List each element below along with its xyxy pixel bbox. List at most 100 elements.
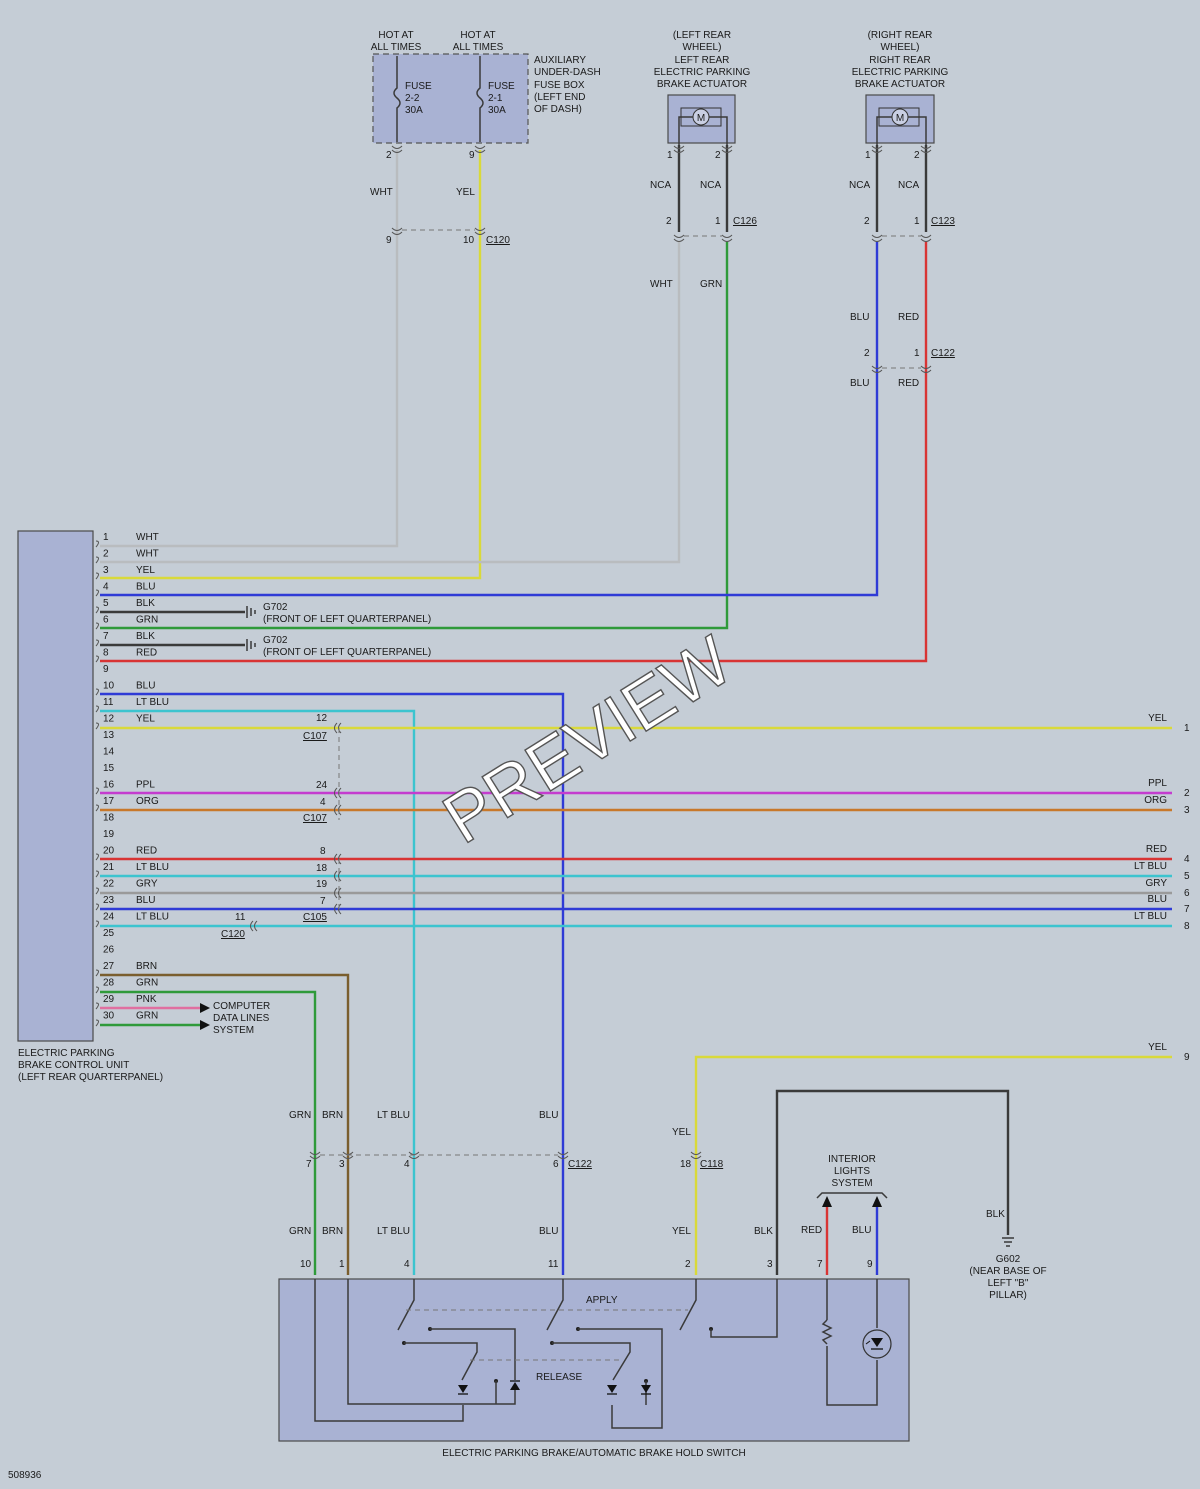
right-nca-b: NCA (898, 180, 919, 191)
fuse-box-label-2: UNDER-DASH (534, 67, 601, 78)
ecu-pin-number: 14 (103, 747, 115, 758)
ecu-pin-number: 20 (103, 846, 115, 857)
left-nca-b: NCA (700, 180, 721, 191)
fuse-box-label-5: OF DASH) (534, 104, 582, 115)
switch-label: ELECTRIC PARKING BRAKE/AUTOMATIC BRAKE H… (442, 1448, 745, 1459)
fuse-box-label-3: FUSE BOX (534, 80, 585, 91)
ecu-pin-number: 19 (103, 829, 115, 840)
ecu-pin-number: 3 (103, 565, 109, 576)
right-act-label-2: WHEEL) (881, 42, 920, 53)
right-c123-pin2: 2 (864, 216, 870, 227)
right-edge-number: 4 (1184, 854, 1190, 865)
right-nca-a: NCA (849, 180, 870, 191)
sw-pin10: 10 (300, 1259, 312, 1270)
ecu-pin-number: 30 (103, 1011, 115, 1022)
left-act-label-5: BRAKE ACTUATOR (657, 79, 747, 90)
wire-label-yel-top: YEL (456, 187, 475, 198)
sw-pin3: 3 (767, 1259, 773, 1270)
conn-c107-a: C107 (303, 731, 327, 742)
ecu-pin-number: 25 (103, 928, 115, 939)
right-edge-color: PPL (1148, 778, 1167, 789)
c105-pin7: 7 (320, 896, 326, 907)
fuse-b-id: 2-1 (488, 93, 503, 104)
sw-pin9: 9 (867, 1259, 873, 1270)
left-act-label-3: LEFT REAR (675, 55, 730, 66)
ecu-label-1: ELECTRIC PARKING (18, 1048, 115, 1059)
ecu-pin-number: 24 (103, 912, 115, 923)
g702-b-loc: (FRONT OF LEFT QUARTERPANEL) (263, 647, 431, 658)
conn-c105: C105 (303, 912, 327, 923)
ecu-pin-number: 9 (103, 664, 109, 675)
sw-label-yel: YEL (672, 1226, 691, 1237)
hot-label-b: HOT AT (460, 30, 495, 41)
fuse-b-rating: 30A (488, 105, 506, 116)
switch-box (278, 1278, 910, 1442)
ecu-pin-color: WHT (136, 532, 159, 543)
right-edge-number: 1 (1184, 723, 1190, 734)
sw-label-blu: BLU (539, 1226, 558, 1237)
right-c123-pin1: 1 (914, 216, 920, 227)
conn-c107-b: C107 (303, 813, 327, 824)
switch-apply: APPLY (586, 1295, 618, 1306)
ecu-pin-color: ORG (136, 796, 159, 807)
g702-b-id: G702 (263, 635, 288, 646)
ecu-pin-number: 8 (103, 648, 109, 659)
g702-a-id: G702 (263, 602, 288, 613)
ecu-pin-color: YEL (136, 714, 155, 725)
ecu-pin-number: 21 (103, 862, 115, 873)
ecu-pin-number: 10 (103, 681, 115, 692)
hot-label-a2: ALL TIMES (371, 42, 422, 53)
conn-c123: C123 (931, 216, 955, 227)
sw-label-red: RED (801, 1225, 822, 1236)
left-c126-pin2: 2 (666, 216, 672, 227)
sw-label-grn: GRN (289, 1226, 311, 1237)
fuse-box-label-1: AUXILIARY (534, 55, 586, 66)
ecu-pin-color: YEL (136, 565, 155, 576)
ecu-pin-number: 5 (103, 598, 109, 609)
right-edge-number: 7 (1184, 904, 1190, 915)
right-edge-number: 6 (1184, 888, 1190, 899)
right-edge-color: LT BLU (1134, 861, 1167, 872)
ecu-pin-number: 2 (103, 549, 109, 560)
ecu-pin-number: 6 (103, 615, 109, 626)
ecu-pin-number: 13 (103, 730, 115, 741)
ecu-pin-number: 12 (103, 714, 115, 725)
diagram-id: 508936 (8, 1470, 42, 1481)
c122-pin3: 3 (339, 1159, 345, 1170)
ecu-pin-color: LT BLU (136, 697, 169, 708)
c107-pin24: 24 (316, 780, 328, 791)
left-act-pin2: 2 (715, 150, 721, 161)
c105-pin8: 8 (320, 846, 326, 857)
right-edge-number: 9 (1184, 1052, 1190, 1063)
right-edge-color: GRY (1146, 878, 1168, 889)
sw-label-blk: BLK (754, 1226, 773, 1237)
right-motor-m: M (896, 113, 904, 124)
c122-pin6: 6 (553, 1159, 559, 1170)
c122-top-pin2: 2 (864, 348, 870, 359)
ecu-pin-number: 11 (103, 697, 114, 708)
wire-label-blu-r2: BLU (850, 378, 869, 389)
sw-pin2: 2 (685, 1259, 691, 1270)
ecu-pin-number: 17 (103, 796, 115, 807)
c122-top-pin1: 1 (914, 348, 920, 359)
ecu-pin-color: PNK (136, 994, 157, 1005)
c105-pin19: 19 (316, 879, 328, 890)
sw-pin7: 7 (817, 1259, 823, 1270)
fuse-box (372, 53, 529, 144)
wires (100, 145, 1172, 1275)
ecu-pin-number: 4 (103, 582, 109, 593)
label-yel-c118: YEL (672, 1127, 691, 1138)
wire-label-blu-r1: BLU (850, 312, 869, 323)
wire-label-red-r1: RED (898, 312, 919, 323)
sw-label-brn: BRN (322, 1226, 343, 1237)
interior-lights-2: LIGHTS (834, 1166, 870, 1177)
ground-symbols (246, 606, 1014, 1247)
right-act-label-1: (RIGHT REAR (868, 30, 933, 41)
conn-c120-mid: C120 (221, 929, 245, 940)
c122-pin4: 4 (404, 1159, 410, 1170)
left-nca-a: NCA (650, 180, 671, 191)
ecu-pin-number: 15 (103, 763, 115, 774)
